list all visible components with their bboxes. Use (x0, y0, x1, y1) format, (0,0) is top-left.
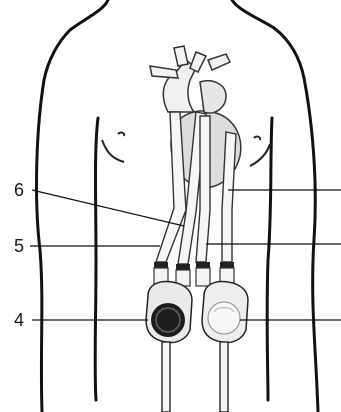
callout-6: 6 (14, 180, 24, 200)
neck-left (44, 0, 108, 80)
pump-left (146, 282, 192, 343)
vessel-branch-4 (208, 54, 230, 70)
driveline-left (162, 342, 170, 412)
right-pec-line (250, 144, 270, 166)
vessel-branch-1 (150, 66, 178, 78)
connector-4 (220, 262, 234, 268)
right-arm-outer (304, 78, 318, 412)
sleeve-3 (196, 268, 210, 286)
pump-right-chamber (208, 302, 240, 334)
callout-5: 5 (14, 236, 24, 256)
right-nipple-mark (254, 137, 260, 140)
leader-6 (32, 190, 184, 226)
left-arm-inner (95, 118, 98, 400)
vessel-branch-2 (174, 46, 188, 66)
drivelines (162, 342, 228, 412)
neck-right (232, 0, 304, 78)
right-arm-inner (267, 118, 272, 400)
left-nipple-mark (118, 133, 124, 136)
connector-2 (176, 264, 190, 270)
connector-3 (196, 262, 210, 268)
pump-right (202, 282, 248, 343)
driveline-right (220, 342, 228, 412)
left-pec-line (102, 140, 124, 162)
vessel-branch-3 (190, 52, 206, 72)
pulmonary-trunk (200, 81, 226, 113)
callout-4: 4 (14, 310, 24, 330)
connector-1 (154, 262, 168, 268)
